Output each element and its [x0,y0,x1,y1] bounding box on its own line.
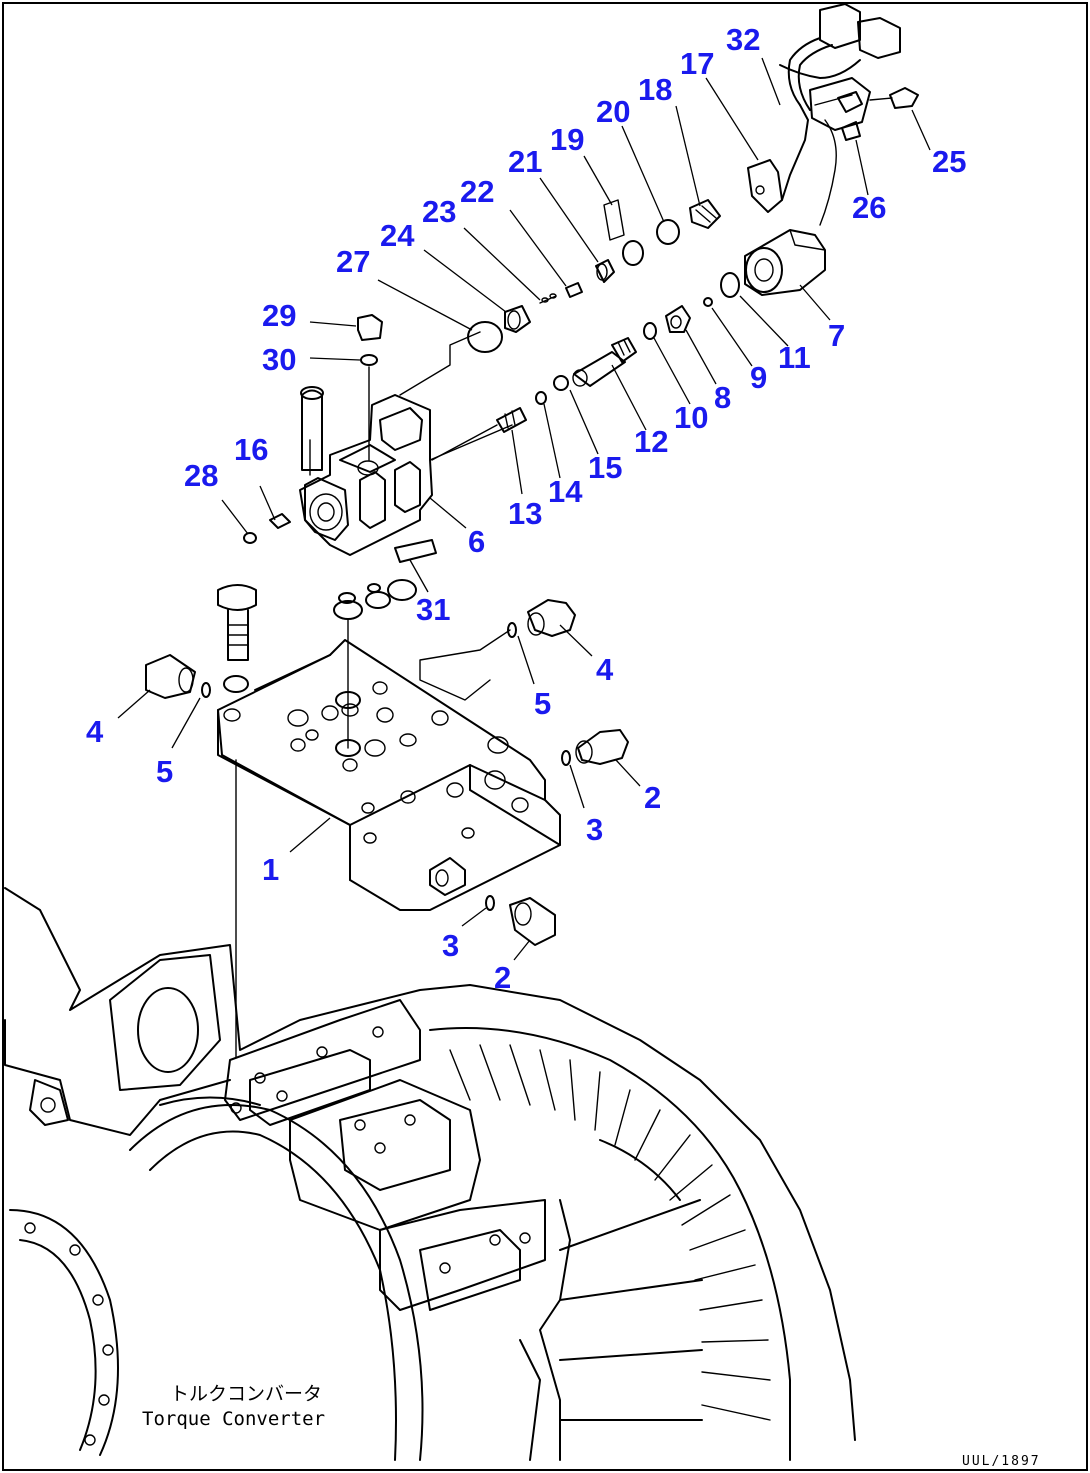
callout-13: 13 [508,496,542,531]
callout-3-right: 3 [586,812,603,847]
callout-30: 30 [262,342,296,377]
callout-19: 19 [550,122,584,157]
drawing-code: UUL/1897 [962,1454,1041,1469]
caption-japanese: トルクコンバータ [170,1383,322,1405]
callout-5-right: 5 [534,686,551,721]
callout-16: 16 [234,432,268,467]
callout-9: 9 [750,360,767,395]
callout-26: 26 [852,190,886,225]
valve-base-block [217,639,561,1059]
lower-spool-row [431,272,740,461]
callout-10: 10 [674,400,708,435]
callout-2-bottom: 2 [494,960,511,995]
callout-11: 11 [778,340,811,375]
callout-7: 7 [828,318,845,353]
callout-5-left: 5 [156,754,173,789]
callout-25: 25 [932,144,966,179]
callout-28: 28 [184,458,218,493]
caption-english: Torque Converter [142,1408,325,1430]
callout-32: 32 [726,22,760,57]
plug-and-screw [243,513,291,544]
plug-2-bottom [485,895,556,946]
callout-labels: 32 17 18 20 19 21 22 23 24 27 25 26 29 3… [86,22,966,995]
callout-24: 24 [380,218,415,253]
callout-20: 20 [596,94,630,129]
leader-lines [117,57,931,961]
fitting-and-washer [357,314,383,461]
callout-31: 31 [416,592,450,627]
base-o-rings [333,579,417,757]
plug-4-right [419,599,576,701]
gasket [394,539,437,563]
valve-body [299,331,513,556]
callout-2-right: 2 [644,780,661,815]
plug-4-left [145,654,211,699]
callout-23: 23 [422,194,456,229]
callout-3-bottom: 3 [442,928,459,963]
callout-21: 21 [508,144,542,179]
solenoid [744,119,837,296]
callout-15: 15 [588,450,622,485]
callout-12: 12 [634,424,668,459]
callout-17: 17 [680,46,714,81]
torque-converter-housing [4,887,856,1461]
callout-4-left: 4 [86,714,104,749]
callout-27: 27 [336,244,370,279]
harness-and-bracket [747,3,919,213]
callout-14: 14 [548,474,583,509]
callout-4-right: 4 [596,652,614,687]
plug-2-right [561,729,629,766]
base-mounting-bolt [217,584,257,693]
callout-29: 29 [262,298,296,333]
upper-spool-row [467,199,721,353]
callout-18: 18 [638,72,672,107]
callout-6: 6 [468,524,485,559]
callout-8: 8 [714,380,731,415]
callout-22: 22 [460,174,494,209]
callout-1: 1 [262,852,279,887]
